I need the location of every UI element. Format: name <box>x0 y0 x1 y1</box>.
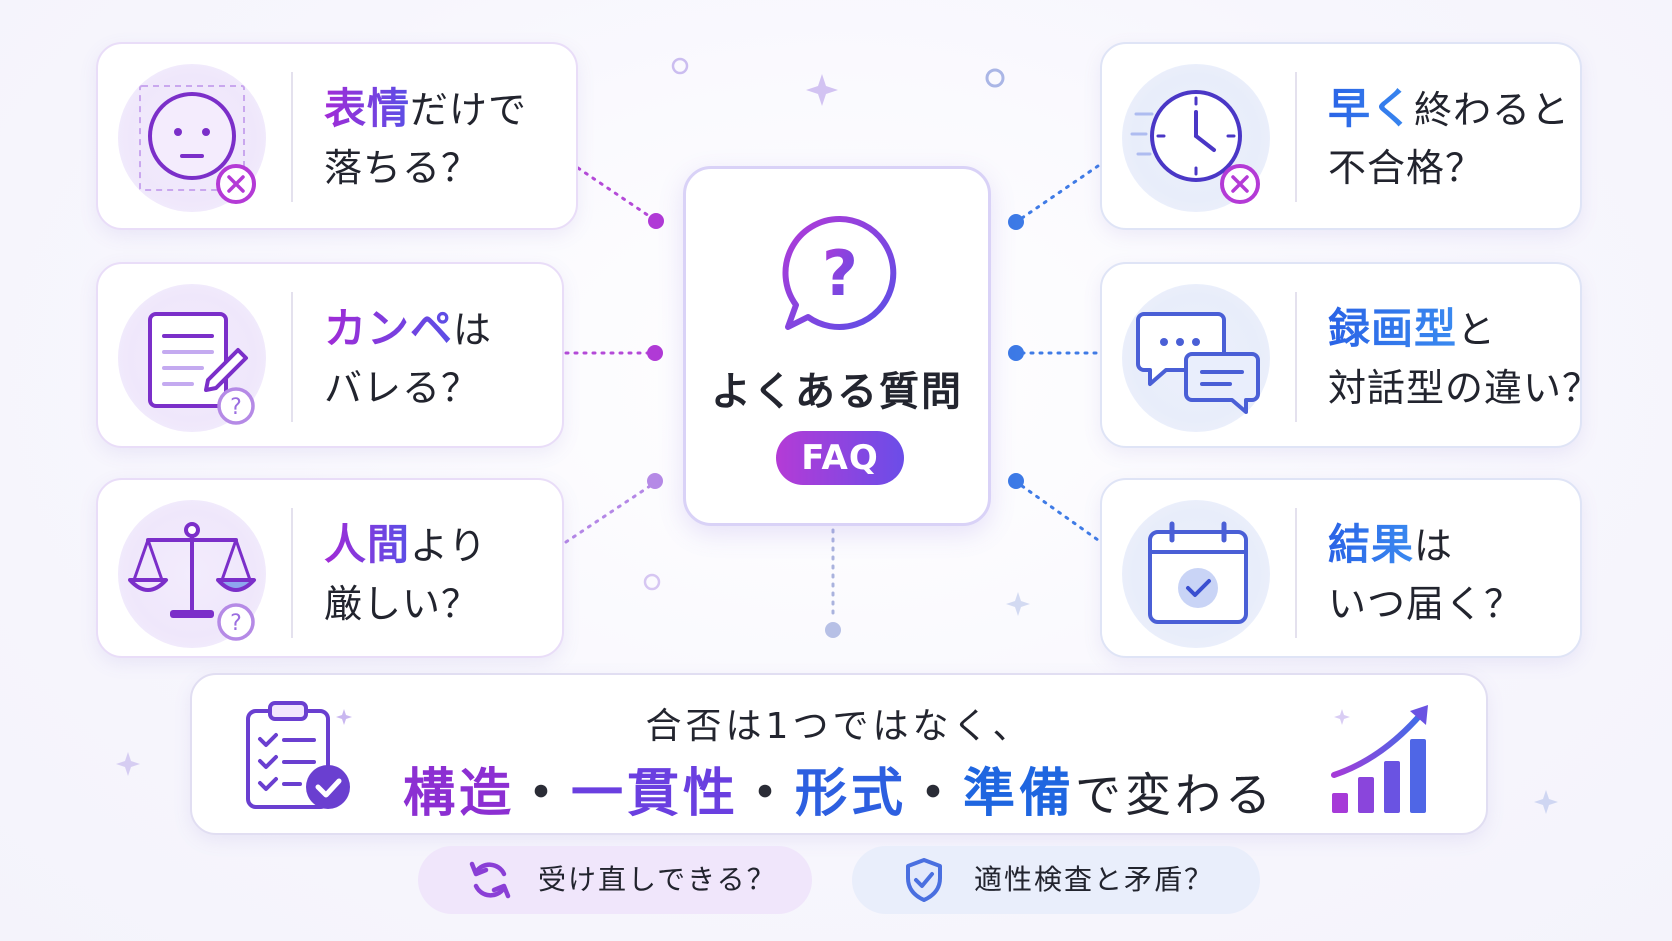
card-keyword: 結果 <box>1328 520 1415 569</box>
faq-card-recorded-vs-live[interactable]: 録画型と 対話型の違い？ <box>1100 262 1600 448</box>
summary-kw-format: 形式 <box>795 764 908 824</box>
svg-text:?: ? <box>822 237 858 310</box>
faq-card-expression[interactable]: 表情だけで 落ちる？ <box>96 42 578 230</box>
card-text: 録画型と 対話型の違い？ <box>1328 300 1601 417</box>
card-divider <box>1295 508 1297 638</box>
card-text: 結果は いつ届く？ <box>1328 516 1523 633</box>
card-text: 人間より 厳しい？ <box>324 516 487 633</box>
card-text-line2: 不合格？ <box>1328 146 1485 190</box>
card-text-line2: バレる？ <box>324 366 481 410</box>
card-text-rest: は <box>1414 524 1454 568</box>
summary-kw-consistency: 一貫性 <box>570 764 739 824</box>
card-divider <box>291 508 293 638</box>
card-text-rest: より <box>410 524 488 568</box>
chat-bubbles-icon <box>1122 284 1270 432</box>
faq-card-finish-early[interactable]: 早く終わると 不合格？ <box>1100 42 1582 230</box>
card-text-rest: は <box>453 308 493 352</box>
summary-sep: ・ <box>514 764 571 824</box>
refresh-icon <box>469 861 511 899</box>
card-keyword: 人間 <box>324 520 411 569</box>
svg-text:?: ? <box>230 611 242 636</box>
card-divider <box>1295 292 1297 422</box>
faq-card-stricter[interactable]: ? 人間より 厳しい？ <box>96 478 564 658</box>
svg-text:?: ? <box>230 395 242 420</box>
pill-aptitude-label: 適性検査と矛盾？ <box>974 863 1215 896</box>
summary-sep: ・ <box>907 764 964 824</box>
clock-icon <box>1122 64 1270 212</box>
center-title: よくある質問 <box>711 369 963 415</box>
card-text: 早く終わると 不合格？ <box>1328 80 1570 197</box>
card-divider <box>1295 72 1297 202</box>
card-divider <box>291 292 293 422</box>
calendar-check-icon <box>1122 500 1270 648</box>
summary-line1: 合否は1つではなく、 <box>645 706 1033 747</box>
card-keyword: 録画型 <box>1328 304 1458 353</box>
faq-card-cheat-sheet[interactable]: ? カンペは バレる？ <box>96 262 564 448</box>
clipboard-check-icon <box>246 701 352 809</box>
card-text-rest: と <box>1457 308 1497 352</box>
faq-badge: FAQ <box>776 431 904 485</box>
card-text: 表情だけで 落ちる？ <box>324 80 527 197</box>
card-text-rest: 終わると <box>1414 88 1571 132</box>
card-divider <box>291 72 293 202</box>
growth-chart-icon <box>1331 705 1428 813</box>
question-bubble-icon: ? <box>782 215 897 330</box>
card-text-line2: いつ届く？ <box>1328 582 1524 626</box>
summary-sep: ・ <box>738 764 795 824</box>
faq-card-results[interactable]: 結果は いつ届く？ <box>1100 478 1582 658</box>
note-pencil-icon: ? <box>118 284 266 432</box>
card-text: カンペは バレる？ <box>324 300 492 417</box>
scales-icon: ? <box>118 500 266 648</box>
card-text-line2: 厳しい？ <box>324 582 481 626</box>
card-text-rest: だけで <box>410 88 528 132</box>
summary-card: 合否は1つではなく、 構造・一貫性・形式・準備で変わる <box>190 673 1488 835</box>
summary-kw-preparation: 準備 <box>963 764 1076 824</box>
card-text-line2: 落ちる？ <box>324 146 481 190</box>
card-keyword: 早く <box>1328 84 1415 133</box>
summary-tail: で変わる <box>1075 768 1276 822</box>
card-keyword: 表情 <box>324 84 411 133</box>
face-icon <box>118 64 266 212</box>
pill-retake[interactable]: 受け直しできる？ <box>418 846 812 914</box>
pill-retake-label: 受け直しできる？ <box>538 863 777 896</box>
pill-aptitude[interactable]: 適性検査と矛盾？ <box>852 846 1260 914</box>
card-text-line2: 対話型の違い？ <box>1328 366 1602 410</box>
summary-line2: 構造・一貫性・形式・準備で変わる <box>192 751 1486 826</box>
card-keyword: カンペ <box>324 304 454 353</box>
shield-check-icon <box>906 858 942 902</box>
summary-kw-structure: 構造 <box>402 764 515 824</box>
center-faq-card: ? よくある質問 FAQ <box>683 166 991 526</box>
